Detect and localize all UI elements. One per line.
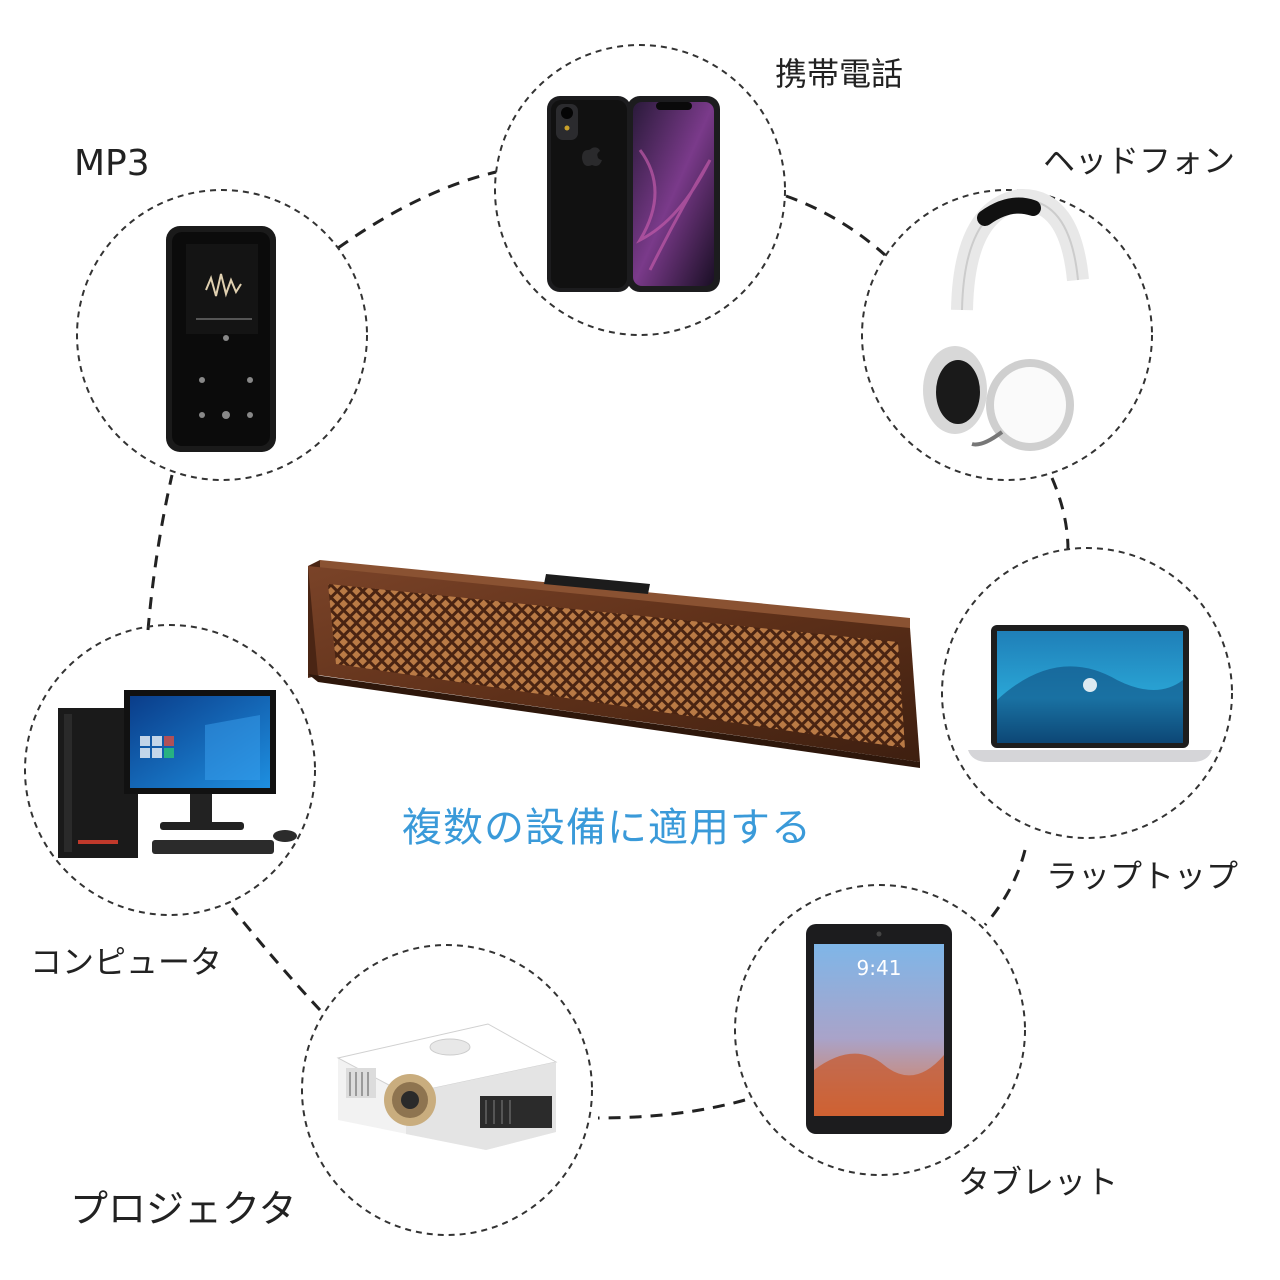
compatibility-caption: 複数の設備に適用する xyxy=(402,805,812,851)
tablet-circle xyxy=(734,884,1026,1176)
device-circles xyxy=(24,44,1233,1236)
wooden-soundbar-icon xyxy=(308,560,920,768)
laptop-circle xyxy=(941,547,1233,839)
mp3-label: MP3 xyxy=(74,143,150,184)
phone-circle xyxy=(494,44,786,336)
headphones-label: ヘッドフォン xyxy=(1043,142,1236,180)
connector-phone-headphones xyxy=(785,194,886,257)
headphones-icon xyxy=(923,189,1089,451)
connector-laptop-tablet xyxy=(983,849,1027,926)
laptop-icon xyxy=(968,625,1212,762)
mp3-circle xyxy=(76,189,368,481)
laptop-label: ラップトップ xyxy=(1046,857,1239,895)
mp3-player-icon xyxy=(166,226,276,452)
projector-circle xyxy=(301,944,593,1236)
computer-circle xyxy=(24,624,316,916)
connector-mp3-phone xyxy=(337,170,497,250)
connector-lines xyxy=(146,170,1070,1120)
connector-projector-computer xyxy=(230,907,322,1012)
connector-computer-mp3 xyxy=(146,474,174,631)
svg-text:9:41: 9:41 xyxy=(857,956,902,980)
connector-headphones-laptop xyxy=(1050,477,1070,551)
phone-label: 携帯電話 xyxy=(775,55,904,93)
desktop-computer-icon xyxy=(58,690,297,858)
tablet-label: タブレット xyxy=(958,1163,1119,1201)
computer-label: コンピュータ xyxy=(30,943,223,981)
tablet-icon: 9:41 xyxy=(806,924,952,1134)
smartphone-icon xyxy=(547,96,720,292)
projector-icon xyxy=(336,1023,558,1150)
projector-label: プロジェクタ xyxy=(70,1187,297,1231)
headphones-circle xyxy=(861,189,1153,481)
connector-tablet-projector xyxy=(597,1098,746,1120)
